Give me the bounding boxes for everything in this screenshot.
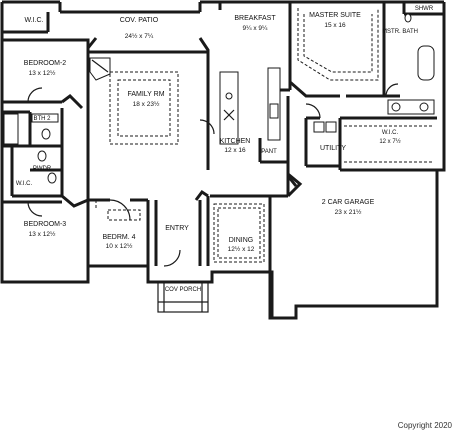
ceiling-outlines [95, 8, 379, 263]
wic-master-dims: 12 x 7½ [379, 138, 400, 145]
family-dims: 18 x 23½ [133, 100, 160, 108]
bedroom2-label: BEDROOM-2 [24, 60, 67, 67]
bedroom3-dims: 13 x 12½ [29, 230, 56, 238]
patio-label: COV. PATIO [120, 17, 159, 24]
master-tub [417, 45, 435, 81]
bedrm4-label: BEDRM. 4 [102, 234, 135, 241]
patio-dims: 24½ x 7¼ [125, 32, 154, 40]
pwdr-label: PWDR [33, 166, 52, 172]
breakfast-dims: 9¼ x 9¼ [243, 25, 269, 32]
entry-label: ENTRY [165, 225, 189, 232]
bth2-label: BTH 2 [33, 116, 51, 122]
garage-label: 2 CAR GARAGE [322, 199, 375, 206]
kitchen-dims: 12 x 16 [224, 147, 246, 154]
shwr-label: SHWR [415, 6, 434, 12]
wic-top-label: W.I.C. [24, 17, 43, 24]
interior-walls [2, 0, 444, 282]
porch [157, 281, 209, 313]
fixtures [3, 13, 435, 184]
utility-label: UTILITY [320, 145, 346, 152]
mstr-bath-label: MSTR. BATH [382, 29, 418, 35]
exterior-walls [0, 0, 446, 320]
garage-dims: 23 x 21½ [335, 208, 362, 216]
wic-mid-label: W.I.C. [16, 181, 33, 187]
bedroom3-label: BEDROOM-3 [24, 221, 67, 228]
master-dims: 15 x 16 [324, 22, 346, 29]
bedroom2-dims: 13 x 12½ [29, 69, 56, 77]
washer [313, 121, 325, 133]
bedrm4-dims: 10 x 12½ [106, 242, 133, 250]
kitchen-label: KITCHEN [220, 138, 251, 145]
dryer [325, 121, 337, 133]
doors [27, 83, 399, 267]
family-label: FAMILY RM [127, 91, 164, 98]
fireplace-icon [89, 57, 111, 81]
pant-label: PANT [261, 149, 277, 155]
breakfast-label: BREAKFAST [234, 15, 276, 22]
dining-dims: 12½ x 12 [228, 245, 255, 253]
porch-label: COV PORCH [165, 287, 201, 293]
dining-label: DINING [229, 237, 254, 244]
wic-master-label: W.I.C. [382, 130, 399, 136]
room-labels: W.I.C. COV. PATIO 24½ x 7¼ BREAKFAST 9¼ … [16, 6, 434, 293]
copyright-text: Copyright 2020 [398, 421, 453, 430]
kitchen-island [219, 71, 239, 145]
master-label: MASTER SUITE [309, 12, 361, 19]
bathtub [3, 113, 19, 145]
